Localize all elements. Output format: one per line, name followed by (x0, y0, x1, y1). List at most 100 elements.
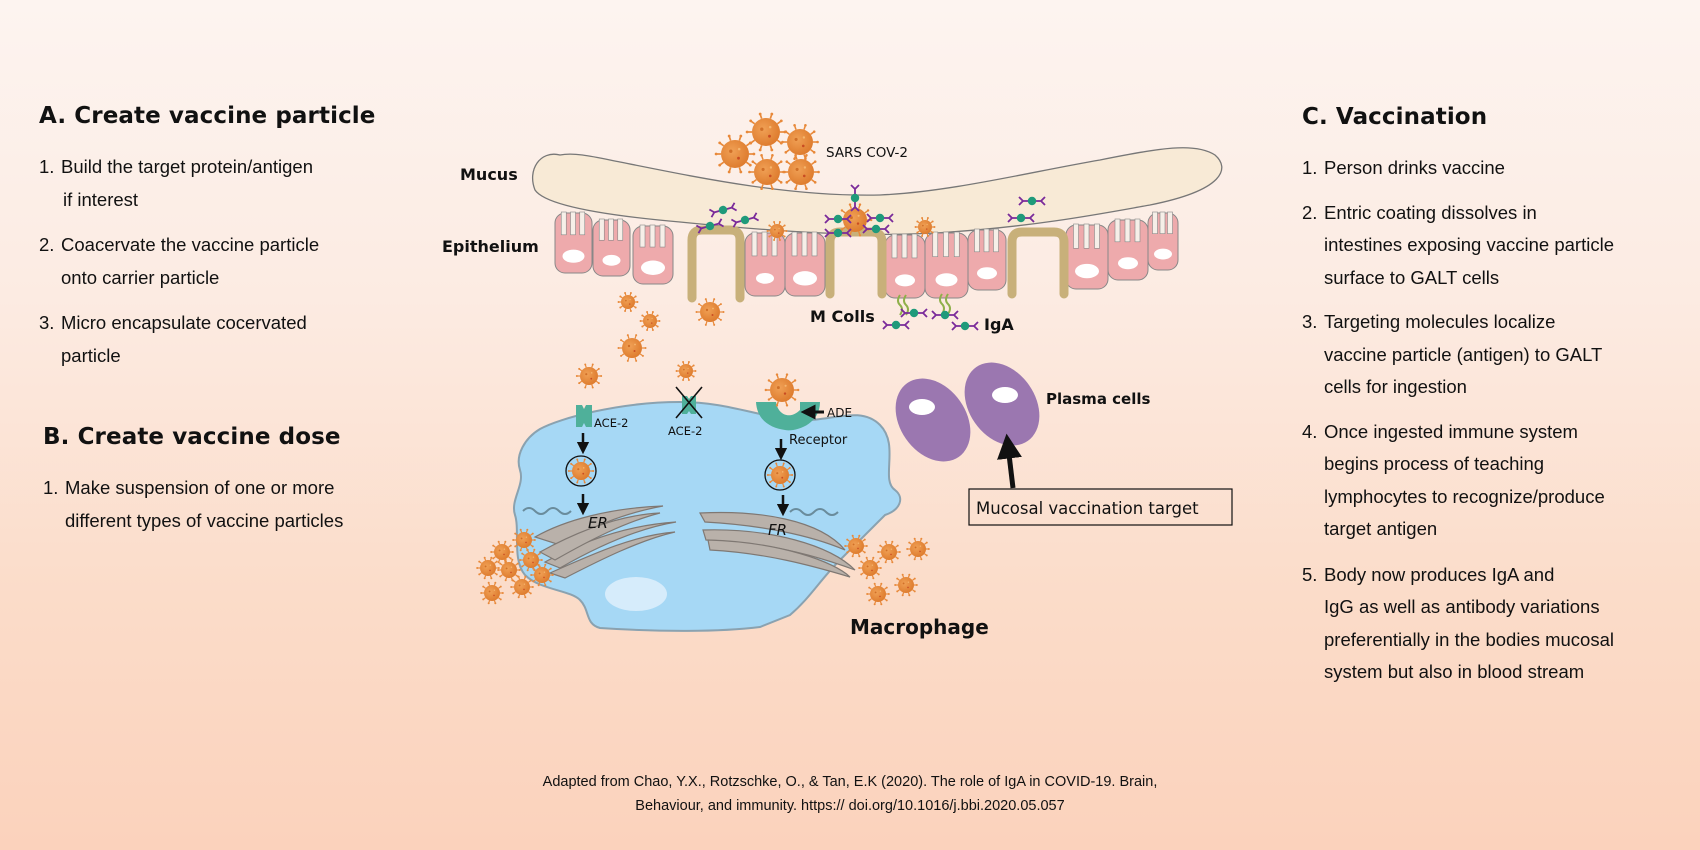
epithelial-cell (592, 218, 631, 277)
sars-cov-2-virus (617, 292, 639, 312)
sars-cov-2-virus (894, 573, 918, 597)
epithelium-layer (554, 211, 1179, 299)
rna-strand-right (789, 508, 839, 516)
panel-a-title: A. Create vaccine particle (39, 103, 376, 129)
iga-antibody (1007, 213, 1035, 223)
panel-create-vaccine-dose: B. Create vaccine dose 1. Make suspension… (43, 424, 423, 537)
sars-cov-2-virus (575, 363, 603, 389)
step-text: Body now produces IgA and (1324, 563, 1555, 585)
iga-antibody (824, 214, 852, 224)
step-item: 3. Micro encapsulate cocervated particle (39, 307, 419, 372)
sars-cov-2-virus (497, 558, 521, 582)
step-text: Make suspension of one or more (65, 477, 335, 498)
citation-line-1: Adapted from Chao, Y.X., Rotzschke, O., … (542, 774, 1158, 790)
ade-label: ADE (827, 406, 852, 420)
sars-cov-2-virus (866, 582, 890, 606)
sars-cov-2-virus (480, 581, 504, 605)
step-text: lymphocytes to recognize/produce (1324, 485, 1605, 507)
epithelial-cell (1147, 211, 1179, 271)
er-right-label: FR (768, 521, 787, 539)
epithelial-cell (1107, 218, 1149, 281)
m-cells (687, 225, 1069, 303)
step-text: if interest (63, 188, 139, 210)
step-text: different types of vaccine particles (65, 509, 344, 531)
mucosal-target-box (968, 488, 1233, 526)
virus-label: SARS COV-2 (826, 145, 908, 161)
epithelial-cell (924, 231, 969, 299)
panel-c-title: C. Vaccination (1302, 104, 1488, 130)
sars-cov-2-virus (476, 556, 500, 580)
step-text: IgG as well as antibody variations (1324, 596, 1600, 617)
sars-cov-2-virus (748, 154, 786, 190)
step-text: Micro encapsulate cocervated (61, 312, 307, 333)
sars-cov-2-virus (617, 334, 647, 362)
sars-cov-2-virus (782, 154, 820, 190)
sars-cov-2-virus (877, 540, 901, 564)
step-text: vaccine particle (antigen) to GALT (1324, 343, 1603, 365)
step-text: preferentially in the bodies mucosal (1324, 628, 1614, 650)
panel-vaccination: C. Vaccination 1.Person drinks vaccine 2… (1302, 104, 1692, 701)
plasma-cell (895, 378, 971, 462)
receptor-label: Receptor (789, 433, 848, 448)
sars-cov-2-virus (906, 537, 930, 561)
iga-antibody (824, 228, 852, 238)
sars-cov-2-virus (858, 556, 882, 580)
iga-antibody (931, 310, 959, 320)
sars-cov-2-virus (781, 124, 819, 160)
sars-cov-2-virus (714, 134, 756, 174)
step-item: 1.Person drinks vaccine (1302, 152, 1692, 185)
iga-antibody (708, 202, 738, 218)
mucus-layer (531, 147, 1223, 236)
plasma-cells-label: Plasma cells (1046, 390, 1151, 408)
step-text: onto carrier particle (61, 266, 220, 288)
epithelial-cell (554, 211, 593, 274)
epithelial-cell (744, 231, 786, 297)
er-left (533, 505, 677, 579)
iga-antibody (730, 212, 760, 228)
plasma-cell (964, 362, 1040, 446)
step-number: 2. (39, 234, 55, 255)
step-text: Entric coating dissolves in (1324, 201, 1537, 223)
sars-cov-2-virus (490, 540, 514, 564)
step-number: 1. (43, 477, 59, 498)
step-text: system but also in blood stream (1324, 661, 1585, 682)
sars-cov-2-virus (567, 458, 595, 484)
er-left-label: ER (588, 514, 608, 532)
step-number: 4. (1302, 420, 1318, 442)
step-text: particle (61, 344, 121, 366)
ace2-receptor-left (576, 405, 592, 427)
step-item: 1. Make suspension of one or more differen… (43, 472, 423, 537)
sars-cov-2-virus (510, 575, 534, 599)
step-number: 3. (39, 312, 55, 333)
endosome-right (764, 459, 796, 491)
iga-label: IgA (984, 315, 1014, 334)
endosome-left (565, 455, 597, 487)
panel-create-vaccine-particle: A. Create vaccine particle 1.Build the t… (39, 103, 419, 385)
mucus-label: Mucus (460, 165, 518, 184)
step-text: Coacervate the vaccine particle (61, 234, 320, 255)
step-text: surface to GALT cells (1324, 266, 1500, 288)
step-number: 2. (1302, 201, 1318, 223)
m-cell (687, 225, 745, 303)
iga-antibody (1018, 196, 1046, 206)
sars-cov-2-virus (675, 361, 697, 381)
m-cells-label: M Colls (810, 307, 875, 326)
step-number: 1. (39, 156, 55, 177)
panel-b-title: B. Create vaccine dose (43, 424, 341, 450)
sars-cov-2-virus (764, 373, 800, 407)
sars-cov-2-virus (766, 462, 794, 488)
step-text: target antigen (1324, 518, 1438, 539)
macrophage-nucleus (605, 577, 667, 611)
er-right (699, 511, 856, 578)
step-text: cells for ingestion (1324, 376, 1467, 397)
step-item: 2. Coacervate the vaccine particle onto ca… (39, 229, 419, 294)
step-text: Person drinks vaccine (1324, 157, 1505, 178)
sars-cov-2-virus (530, 563, 554, 587)
sars-cov-2-virus (844, 534, 868, 558)
epithelium-label: Epithelium (442, 237, 539, 256)
panel-b-steps: 1. Make suspension of one or more differen… (43, 472, 423, 537)
epithelial-cell (632, 224, 674, 285)
